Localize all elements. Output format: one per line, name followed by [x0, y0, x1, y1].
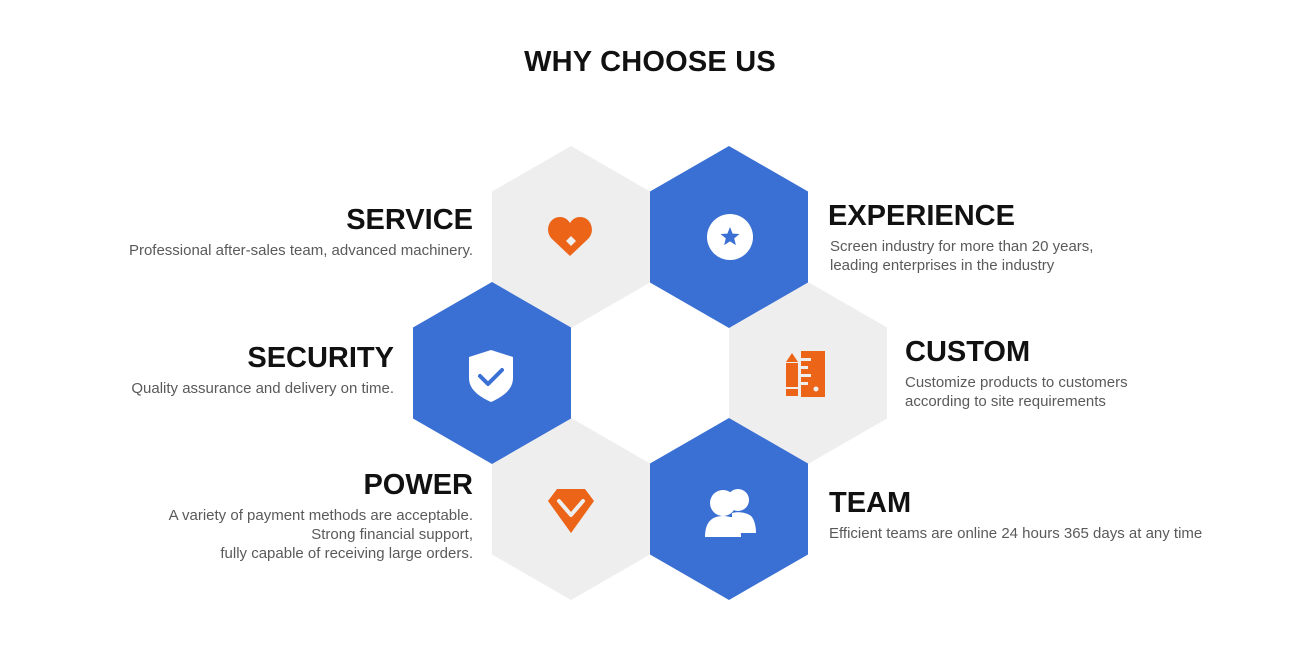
service-feature: SERVICE Professional after-sales team, a…	[129, 203, 473, 260]
security-description-line: Quality assurance and delivery on time.	[131, 380, 394, 397]
diamond-icon	[548, 489, 594, 533]
security-feature: SECURITY Quality assurance and delivery …	[131, 341, 394, 398]
experience-description-line: Screen industry for more than 20 years,	[830, 238, 1094, 255]
team-title: TEAM	[829, 487, 912, 519]
security-title: SECURITY	[247, 342, 394, 374]
service-description: Professional after-sales team, advanced …	[129, 241, 473, 260]
power-description-line: Strong financial support,	[311, 526, 473, 543]
power-description-line: A variety of payment methods are accepta…	[168, 507, 473, 524]
security-description: Quality assurance and delivery on time.	[131, 379, 394, 398]
custom-title: CUSTOM	[905, 336, 1031, 368]
custom-description-line: according to site requirements	[905, 393, 1106, 410]
shield-check-icon	[469, 350, 513, 402]
experience-description: Screen industry for more than 20 years, …	[828, 237, 1093, 275]
section-title: WHY CHOOSE US	[524, 46, 776, 78]
users-icon	[705, 489, 756, 537]
experience-description-line: leading enterprises in the industry	[830, 257, 1055, 274]
experience-feature: EXPERIENCE Screen industry for more than…	[828, 199, 1093, 275]
service-title: SERVICE	[346, 204, 473, 236]
power-title: POWER	[363, 469, 473, 501]
heart-icon	[548, 217, 592, 256]
team-description-line: Efficient teams are online 24 hours 365 …	[829, 525, 1203, 542]
custom-description-line: Customize products to customers	[905, 374, 1128, 391]
star-badge-icon	[707, 214, 753, 260]
experience-title: EXPERIENCE	[828, 200, 1015, 232]
pencil-ruler-icon	[786, 351, 825, 397]
power-description: A variety of payment methods are accepta…	[169, 506, 473, 563]
power-feature: POWER A variety of payment methods are a…	[169, 468, 473, 563]
team-feature: TEAM Efficient teams are online 24 hours…	[829, 486, 1202, 543]
custom-feature: CUSTOM Customize products to customers a…	[905, 335, 1128, 411]
team-description: Efficient teams are online 24 hours 365 …	[829, 524, 1202, 543]
service-description-line: Professional after-sales team, advanced …	[128, 242, 473, 259]
custom-description: Customize products to customers accordin…	[905, 373, 1128, 411]
power-description-line: fully capable of receiving large orders.	[220, 545, 473, 562]
